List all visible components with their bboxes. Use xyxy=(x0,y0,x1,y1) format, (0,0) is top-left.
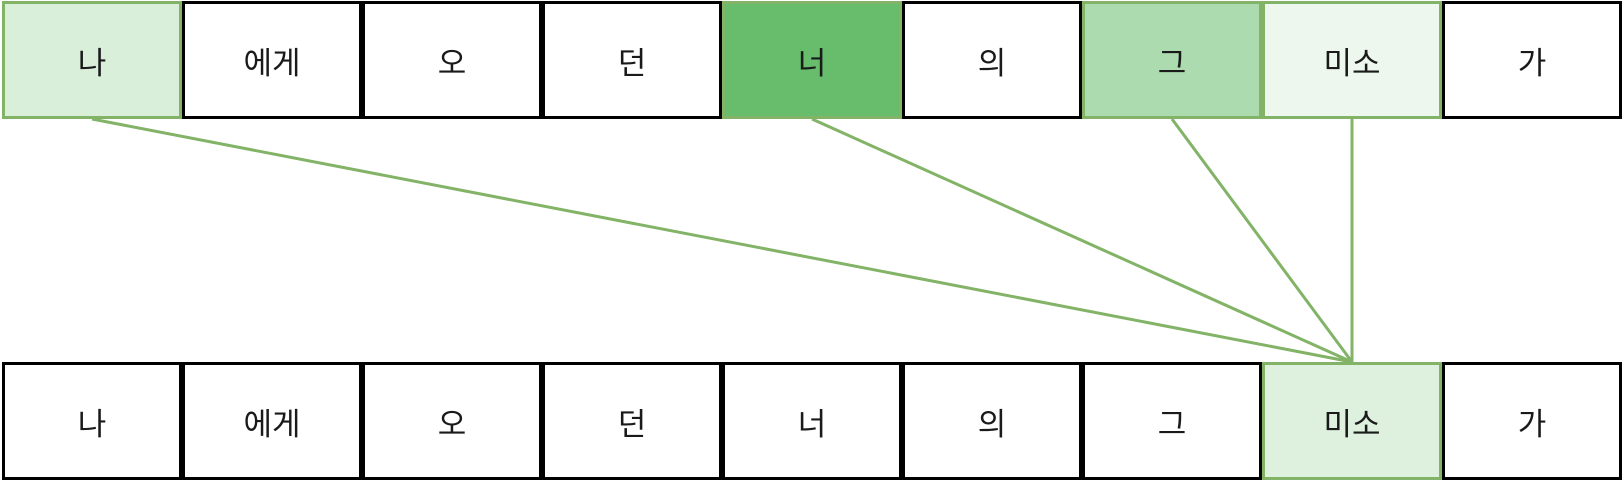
source-token-6: 그 xyxy=(1082,1,1262,119)
target-token-6: 그 xyxy=(1082,362,1262,480)
target-token-3: 던 xyxy=(542,362,722,480)
source-token-4: 너 xyxy=(722,1,902,119)
source-token-8: 가 xyxy=(1442,1,1622,119)
target-token-2: 오 xyxy=(362,362,542,480)
target-token-0: 나 xyxy=(2,362,182,480)
source-token-0: 나 xyxy=(2,1,182,119)
attention-link-0 xyxy=(91,117,1353,364)
target-token-8: 가 xyxy=(1442,362,1622,480)
target-token-5: 의 xyxy=(902,362,1082,480)
source-token-5: 의 xyxy=(902,1,1082,119)
target-token-7: 미소 xyxy=(1262,362,1442,480)
attention-link-1 xyxy=(811,117,1353,364)
source-token-3: 던 xyxy=(542,1,722,119)
source-token-2: 오 xyxy=(362,1,542,119)
attention-link-2 xyxy=(1170,118,1354,363)
target-token-4: 너 xyxy=(722,362,902,480)
source-token-7: 미소 xyxy=(1262,1,1442,119)
source-token-1: 에게 xyxy=(182,1,362,119)
target-token-1: 에게 xyxy=(182,362,362,480)
